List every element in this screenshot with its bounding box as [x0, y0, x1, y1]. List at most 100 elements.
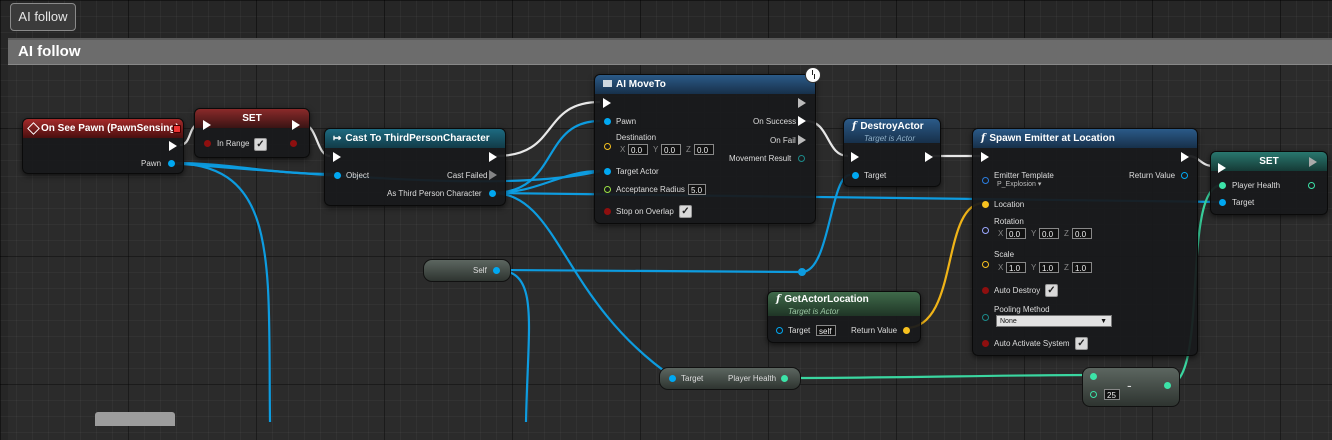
- subtract-b-pin[interactable]: [1090, 391, 1097, 398]
- getloc-target-pin[interactable]: [776, 327, 783, 334]
- event-pawn-pin[interactable]: [168, 160, 175, 167]
- spawn-return-pin[interactable]: [1181, 172, 1188, 179]
- subtract-a-pin[interactable]: [1090, 373, 1097, 380]
- rot-x-field[interactable]: 0.0: [1006, 228, 1026, 239]
- in-range-checkbox[interactable]: ✓: [254, 138, 267, 151]
- set2-target-pin[interactable]: [1219, 199, 1226, 206]
- spawn-exec-out-pin[interactable]: [1181, 152, 1189, 162]
- spawn-auto-destroy-label: Auto Destroy: [994, 286, 1041, 295]
- moveto-exec-in-pin[interactable]: [603, 98, 611, 108]
- function-icon: f: [981, 133, 986, 144]
- event-exec-out-pin[interactable]: [169, 141, 177, 151]
- moveto-header[interactable]: AI MoveTo: [595, 75, 815, 94]
- spawn-scale-pin[interactable]: [982, 261, 989, 268]
- set-in-range-header[interactable]: SET: [195, 109, 309, 128]
- self-node[interactable]: Self: [423, 259, 511, 282]
- get-player-health-node[interactable]: Target Player Health: [659, 367, 801, 390]
- moveto-target-actor-label: Target Actor: [616, 167, 659, 176]
- cast-object-pin[interactable]: [334, 172, 341, 179]
- moveto-stop-checkbox[interactable]: ✓: [679, 205, 692, 218]
- comment-header[interactable]: [8, 40, 1332, 65]
- set-exec-in-pin[interactable]: [203, 120, 211, 130]
- destroy-exec-in-pin[interactable]: [851, 152, 859, 162]
- dest-x-field[interactable]: 0.0: [628, 144, 648, 155]
- moveto-fail-pin[interactable]: [798, 135, 806, 145]
- event-delegate-pin[interactable]: [173, 125, 181, 133]
- object-wire: [495, 173, 851, 274]
- getloc-subtitle: Target is Actor: [788, 307, 839, 316]
- getph-target-pin[interactable]: [669, 375, 676, 382]
- destroy-exec-out-pin[interactable]: [925, 152, 933, 162]
- event-node-on-see-pawn[interactable]: On See Pawn (PawnSensing) Pawn: [22, 118, 184, 174]
- spawn-pooling-pin[interactable]: [982, 314, 989, 321]
- spawn-exec-in-pin[interactable]: [981, 152, 989, 162]
- event-node-header[interactable]: On See Pawn (PawnSensing): [23, 119, 183, 138]
- spawn-auto-activate-checkbox[interactable]: ✓: [1075, 337, 1088, 350]
- spawn-auto-activate-label: Auto Activate System: [994, 339, 1070, 348]
- rot-z-field[interactable]: 0.0: [1072, 228, 1092, 239]
- getloc-return-pin[interactable]: [903, 327, 910, 334]
- moveto-target-actor-pin[interactable]: [604, 168, 611, 175]
- subtract-operator: -: [1127, 377, 1132, 393]
- spawn-location-pin[interactable]: [982, 201, 989, 208]
- spawn-auto-destroy-checkbox[interactable]: ✓: [1045, 284, 1058, 297]
- set2-player-health-pin[interactable]: [1219, 182, 1226, 189]
- cast-as-pin[interactable]: [489, 190, 496, 197]
- set-player-health-node[interactable]: SET Player Health Target: [1210, 151, 1328, 215]
- moveto-stop-pin[interactable]: [604, 208, 611, 215]
- rot-x-axis: X: [998, 229, 1004, 238]
- getph-player-health-pin[interactable]: [781, 375, 788, 382]
- moveto-destination-pin[interactable]: [604, 143, 611, 150]
- cast-header[interactable]: ↦Cast To ThirdPersonCharacter: [325, 129, 505, 148]
- cast-object-label: Object: [346, 171, 370, 180]
- set-in-range-node[interactable]: SET In Range ✓: [194, 108, 310, 158]
- subtract-out-pin[interactable]: [1164, 382, 1171, 389]
- scale-x-field[interactable]: 1.0: [1006, 262, 1026, 273]
- vector-wire: [905, 201, 985, 330]
- set2-exec-in-pin[interactable]: [1218, 163, 1226, 173]
- spawn-template-pin[interactable]: [982, 177, 989, 184]
- set-in-range-out-pin[interactable]: [290, 140, 297, 147]
- cast-failed-pin[interactable]: [489, 170, 497, 180]
- set2-player-health-out-pin[interactable]: [1308, 182, 1315, 189]
- object-wire: [495, 268, 531, 422]
- moveto-result-pin[interactable]: [798, 155, 805, 162]
- set2-exec-out-pin[interactable]: [1309, 157, 1317, 167]
- dest-y-field[interactable]: 0.0: [661, 144, 681, 155]
- dest-z-field[interactable]: 0.0: [694, 144, 714, 155]
- destroy-target-pin[interactable]: [852, 172, 859, 179]
- subtract-node[interactable]: - 25: [1082, 367, 1180, 407]
- moveto-stop-label: Stop on Overlap: [616, 207, 674, 216]
- moveto-accept-field[interactable]: 5.0: [688, 184, 706, 195]
- set-player-health-header[interactable]: SET: [1211, 152, 1327, 171]
- cast-exec-out-pin[interactable]: [489, 152, 497, 162]
- scale-y-field[interactable]: 1.0: [1039, 262, 1059, 273]
- rot-y-field[interactable]: 0.0: [1039, 228, 1059, 239]
- subtract-b-field[interactable]: 25: [1104, 389, 1120, 400]
- ai-moveto-node[interactable]: AI MoveTo Pawn On Success Destination X …: [594, 67, 821, 224]
- spawn-auto-activate-pin[interactable]: [982, 340, 989, 347]
- set-exec-out-pin[interactable]: [292, 120, 300, 130]
- spawn-pooling-dropdown[interactable]: None ▼: [996, 315, 1112, 327]
- graph-tab[interactable]: AI follow: [10, 3, 76, 31]
- event-pawn-label: Pawn: [141, 159, 162, 168]
- spawn-template-dropdown[interactable]: P_Explosion ▾: [997, 181, 1042, 188]
- moveto-accept-pin[interactable]: [604, 186, 611, 193]
- cast-exec-in-pin[interactable]: [333, 152, 341, 162]
- cast-node[interactable]: ↦Cast To ThirdPersonCharacter Object Cas…: [324, 128, 506, 206]
- moveto-pawn-pin[interactable]: [604, 118, 611, 125]
- spawn-rotation-pin[interactable]: [982, 227, 989, 234]
- in-range-pin[interactable]: [204, 140, 211, 147]
- scale-z-field[interactable]: 1.0: [1072, 262, 1092, 273]
- getloc-target-self[interactable]: self: [816, 325, 836, 336]
- moveto-exec-out-pin[interactable]: [798, 98, 806, 108]
- self-out-pin[interactable]: [493, 267, 500, 274]
- moveto-success-pin[interactable]: [798, 116, 806, 126]
- spawn-auto-destroy-pin[interactable]: [982, 287, 989, 294]
